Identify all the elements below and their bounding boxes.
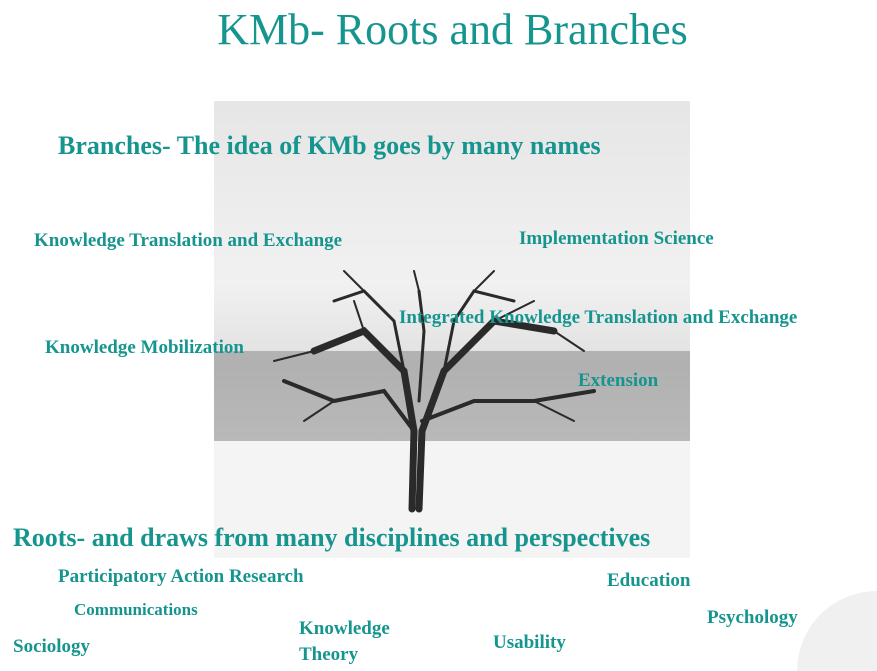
branch-item: Extension: [578, 370, 659, 391]
branch-item: Knowledge Translation and Exchange: [34, 230, 343, 251]
tree-photo: [214, 101, 690, 558]
root-item: Usability: [493, 632, 566, 653]
root-item: Participatory Action Research: [58, 566, 304, 587]
branch-item: Integrated Knowledge Translation and Exc…: [399, 307, 798, 328]
root-item: Theory: [299, 644, 359, 665]
root-item: Sociology: [13, 636, 91, 657]
root-item: Knowledge: [299, 618, 390, 639]
root-item: Communications: [74, 600, 198, 619]
branches-heading: Branches- The idea of KMb goes by many n…: [58, 131, 601, 160]
root-item: Education: [607, 570, 691, 591]
root-item: Psychology: [707, 607, 798, 628]
branch-item: Knowledge Mobilization: [45, 337, 244, 358]
roots-heading: Roots- and draws from many disciplines a…: [13, 523, 651, 552]
branch-item: Implementation Science: [519, 228, 714, 249]
corner-decoration: [797, 591, 877, 671]
slide-title: KMb- Roots and Branches: [217, 5, 688, 54]
